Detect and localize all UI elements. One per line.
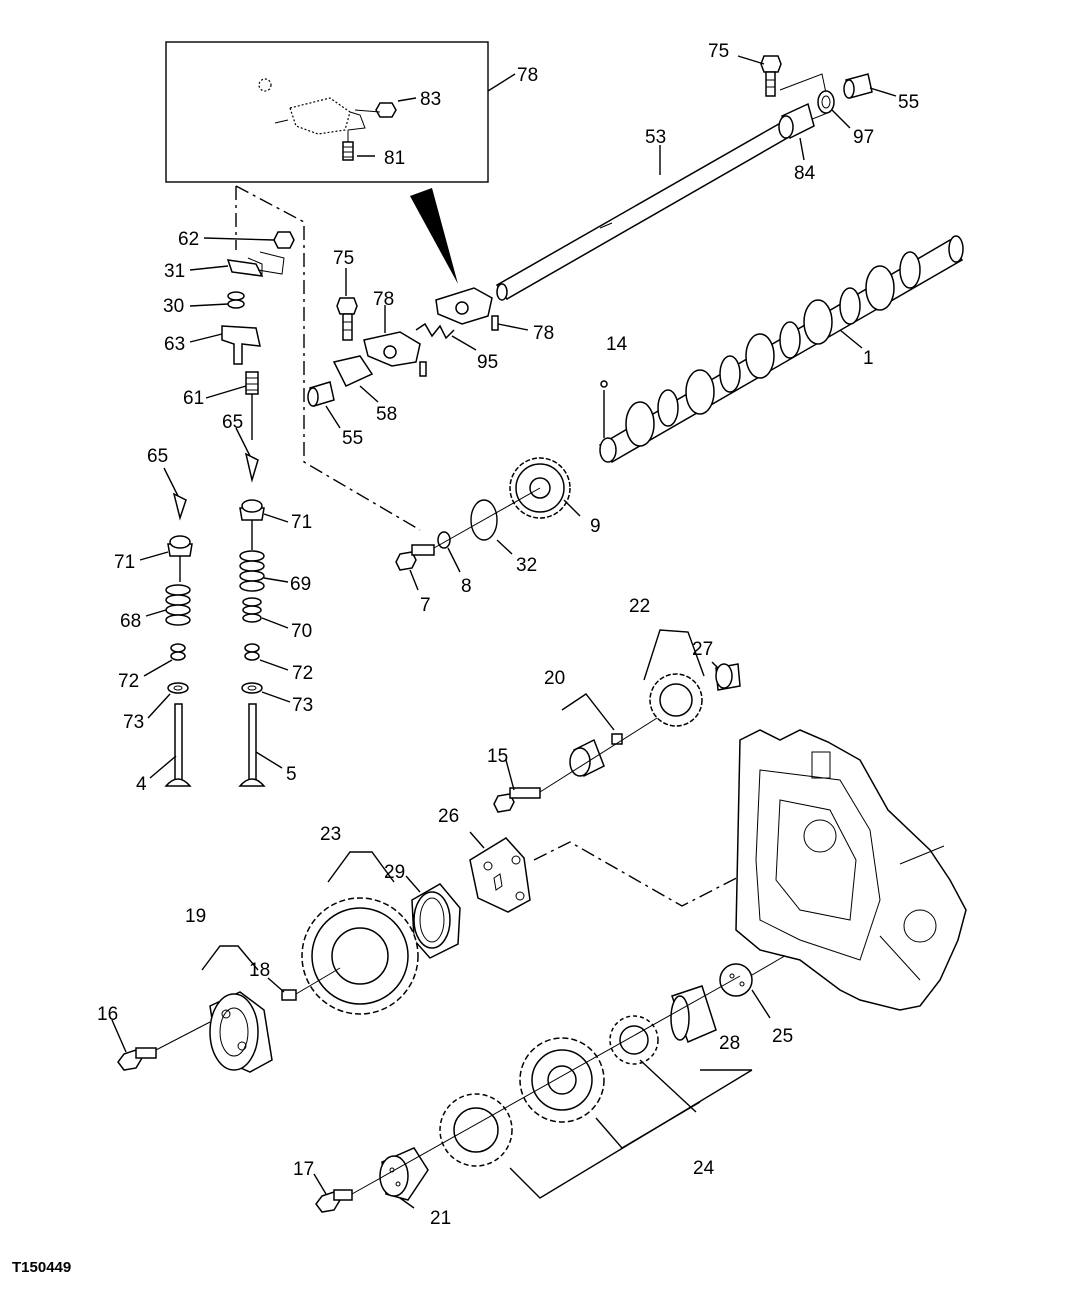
callout-labels: 1 4 5 7 8 9 14 15 16 17 18 19 20 21 22 2… <box>97 41 919 1229</box>
callout-84: 84 <box>794 163 816 184</box>
rocker-arms <box>363 287 529 377</box>
callout-20: 20 <box>544 668 565 689</box>
callout-5: 5 <box>286 764 297 785</box>
callout-83: 83 <box>420 89 441 110</box>
rocker-support-left <box>307 268 379 429</box>
callout-63: 63 <box>164 334 185 355</box>
callout-19: 19 <box>185 906 206 927</box>
callout-58: 58 <box>376 404 397 425</box>
thrust-plate <box>469 831 531 913</box>
callout-72-right: 72 <box>292 663 313 684</box>
crankshaft-gear <box>301 851 419 1015</box>
callout-78-inset: 78 <box>517 65 538 86</box>
callout-62: 62 <box>178 229 199 250</box>
callout-25: 25 <box>772 1026 793 1047</box>
callout-97: 97 <box>853 127 874 148</box>
callout-15: 15 <box>487 746 508 767</box>
callout-71-right: 71 <box>291 512 312 533</box>
rocker-bracket-parts <box>737 55 897 161</box>
valve-train-left <box>139 467 193 787</box>
valve-spring-outer <box>239 550 265 592</box>
callout-73-right: 73 <box>292 695 313 716</box>
callout-14: 14 <box>606 334 628 355</box>
inset-pointer <box>410 188 458 284</box>
callout-78-right: 78 <box>533 323 554 344</box>
callout-71-left: 71 <box>114 552 135 573</box>
callout-72-left: 72 <box>118 671 139 692</box>
callout-65-left: 65 <box>147 446 168 467</box>
cam-gear-assembly <box>395 457 581 591</box>
callout-1: 1 <box>863 348 874 369</box>
callout-8: 8 <box>461 576 472 597</box>
callout-27: 27 <box>692 639 713 660</box>
callout-21: 21 <box>430 1208 451 1229</box>
callout-26: 26 <box>438 806 459 827</box>
callout-17: 17 <box>293 1159 314 1180</box>
callout-23: 23 <box>320 824 341 845</box>
callout-32: 32 <box>516 555 537 576</box>
callout-75-left: 75 <box>333 248 354 269</box>
callout-53: 53 <box>645 127 666 148</box>
callout-31: 31 <box>164 261 185 282</box>
valve-train-right <box>189 231 295 787</box>
callout-29: 29 <box>384 862 405 883</box>
figure-id: T150449 <box>12 1259 71 1276</box>
callout-16: 16 <box>97 1004 118 1025</box>
callout-75-top: 75 <box>708 41 729 62</box>
callout-70: 70 <box>291 621 312 642</box>
upper-idler-assembly <box>493 629 741 813</box>
timing-gear-housing <box>735 729 967 1011</box>
callout-4: 4 <box>136 774 147 795</box>
callout-55-left: 55 <box>342 428 363 449</box>
callout-30: 30 <box>163 296 184 317</box>
detail-inset <box>165 41 516 183</box>
crankshaft-hub <box>111 945 341 1073</box>
callout-69: 69 <box>290 574 311 595</box>
callout-55-top: 55 <box>898 92 919 113</box>
callout-78-left: 78 <box>373 289 394 310</box>
callout-7: 7 <box>420 595 431 616</box>
callout-95: 95 <box>477 352 498 373</box>
valve-spring-inner <box>242 597 262 623</box>
callout-68: 68 <box>120 611 141 632</box>
callout-65-right: 65 <box>222 412 243 433</box>
callout-28: 28 <box>719 1033 740 1054</box>
callout-73-left: 73 <box>123 712 144 733</box>
valve-spring-left <box>165 584 191 626</box>
callout-24: 24 <box>693 1158 715 1179</box>
callout-61: 61 <box>183 388 204 409</box>
camshaft <box>598 235 964 463</box>
thrust-ring <box>405 875 461 959</box>
callout-18: 18 <box>249 960 270 981</box>
callout-9: 9 <box>590 516 601 537</box>
lower-idler-assembly <box>313 963 771 1213</box>
callout-81: 81 <box>384 148 405 169</box>
callout-22: 22 <box>629 596 650 617</box>
